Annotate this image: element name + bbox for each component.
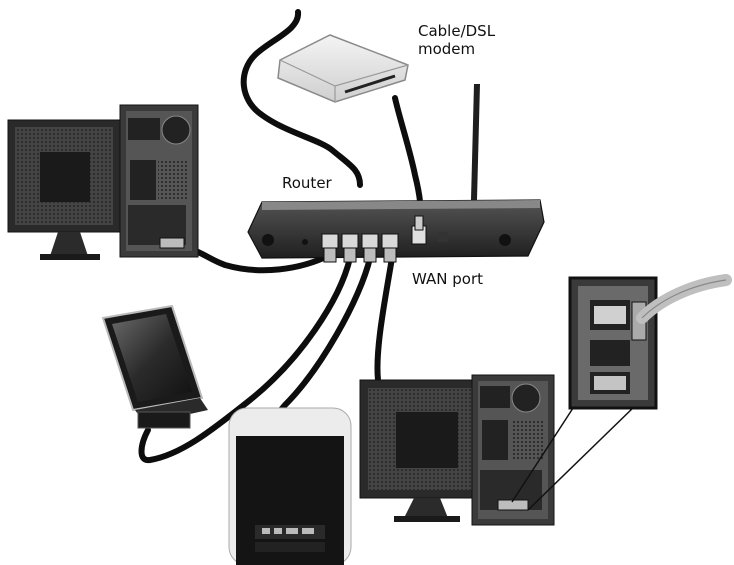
wan-port-label: WAN port [412,270,484,288]
modem-label-line2: modem [418,40,476,58]
network-card-inset [511,274,732,511]
modem-power-cable [240,9,363,188]
desktop-computer-left [7,104,199,260]
router-to-laptop-cable [138,255,353,464]
all-in-one-computer [228,407,352,565]
wan-port [411,215,427,245]
modem-label: Cable/DSL modem [418,22,495,58]
router-label: Router [282,174,332,192]
router [247,84,545,263]
lan-ports [321,233,399,249]
desktop-computer-right [359,374,555,526]
lan-port-plugs [323,247,397,263]
cable-dsl-modem [277,34,409,103]
laptop-computer [101,304,208,429]
modem-label-line1: Cable/DSL [418,22,496,40]
